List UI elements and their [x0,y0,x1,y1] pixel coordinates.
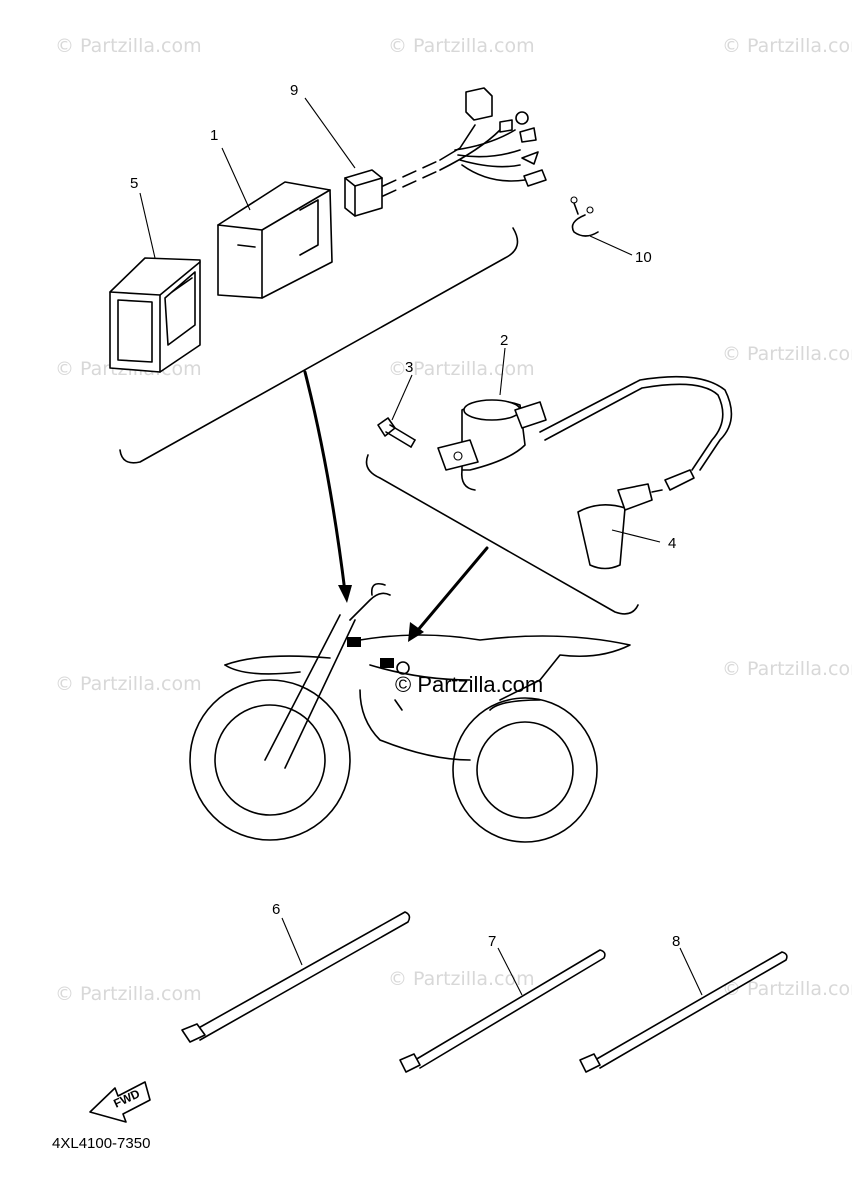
group-outline-upper [119,227,519,464]
watermark: © Partzilla.com [388,968,535,990]
callout-5: 5 [130,175,138,192]
callout-labels: 1 2 3 4 5 6 7 8 9 10 [130,82,680,950]
arrow-head-upper [338,585,352,603]
mount-point [347,637,361,647]
part-7-cable-tie [399,949,606,1073]
watermark: © Partzilla.com [388,35,535,57]
callout-10: 10 [635,249,652,266]
part-10-clamp [570,196,599,237]
group-outline-middle [365,454,639,615]
watermark: © Partzilla.com [388,358,535,380]
callout-7: 7 [488,933,496,950]
motorcycle-outline [189,582,631,843]
watermark: © Partzilla.com [55,35,202,57]
callout-leaders [139,97,703,996]
part-6-cable-tie [181,911,411,1043]
arrow-head-middle [408,622,424,642]
watermark: © Partzilla.com [55,673,202,695]
diagram-part-number: 4XL4100-7350 [52,1135,150,1152]
leader-arrow-upper [303,370,347,594]
callout-8: 8 [672,933,680,950]
part-3-bolt [377,417,416,448]
watermark: © Partzilla.com [55,983,202,1005]
part-5-cdi-unit [109,257,201,373]
fwd-arrow: FWD [89,1081,151,1123]
watermark: © Partzilla.com [722,343,852,365]
part-4-plug-cap [577,483,663,570]
watermark: © Partzilla.com [722,35,852,57]
leader-arrow-middle [416,546,489,632]
part-9-wire-harness [344,87,547,217]
callout-6: 6 [272,901,280,918]
part-2-ignition-coil [437,375,733,491]
callout-3: 3 [405,359,413,376]
callout-9: 9 [290,82,298,99]
part-1-cdi-box [217,181,333,299]
callout-4: 4 [668,535,676,552]
part-8-cable-tie [579,951,788,1073]
center-watermark: © Partzilla.com [395,672,543,697]
mount-point [380,658,394,668]
watermark: © Partzilla.com [722,658,852,680]
watermark: © Partzilla.com [722,978,852,1000]
callout-2: 2 [500,332,508,349]
callout-1: 1 [210,127,218,144]
